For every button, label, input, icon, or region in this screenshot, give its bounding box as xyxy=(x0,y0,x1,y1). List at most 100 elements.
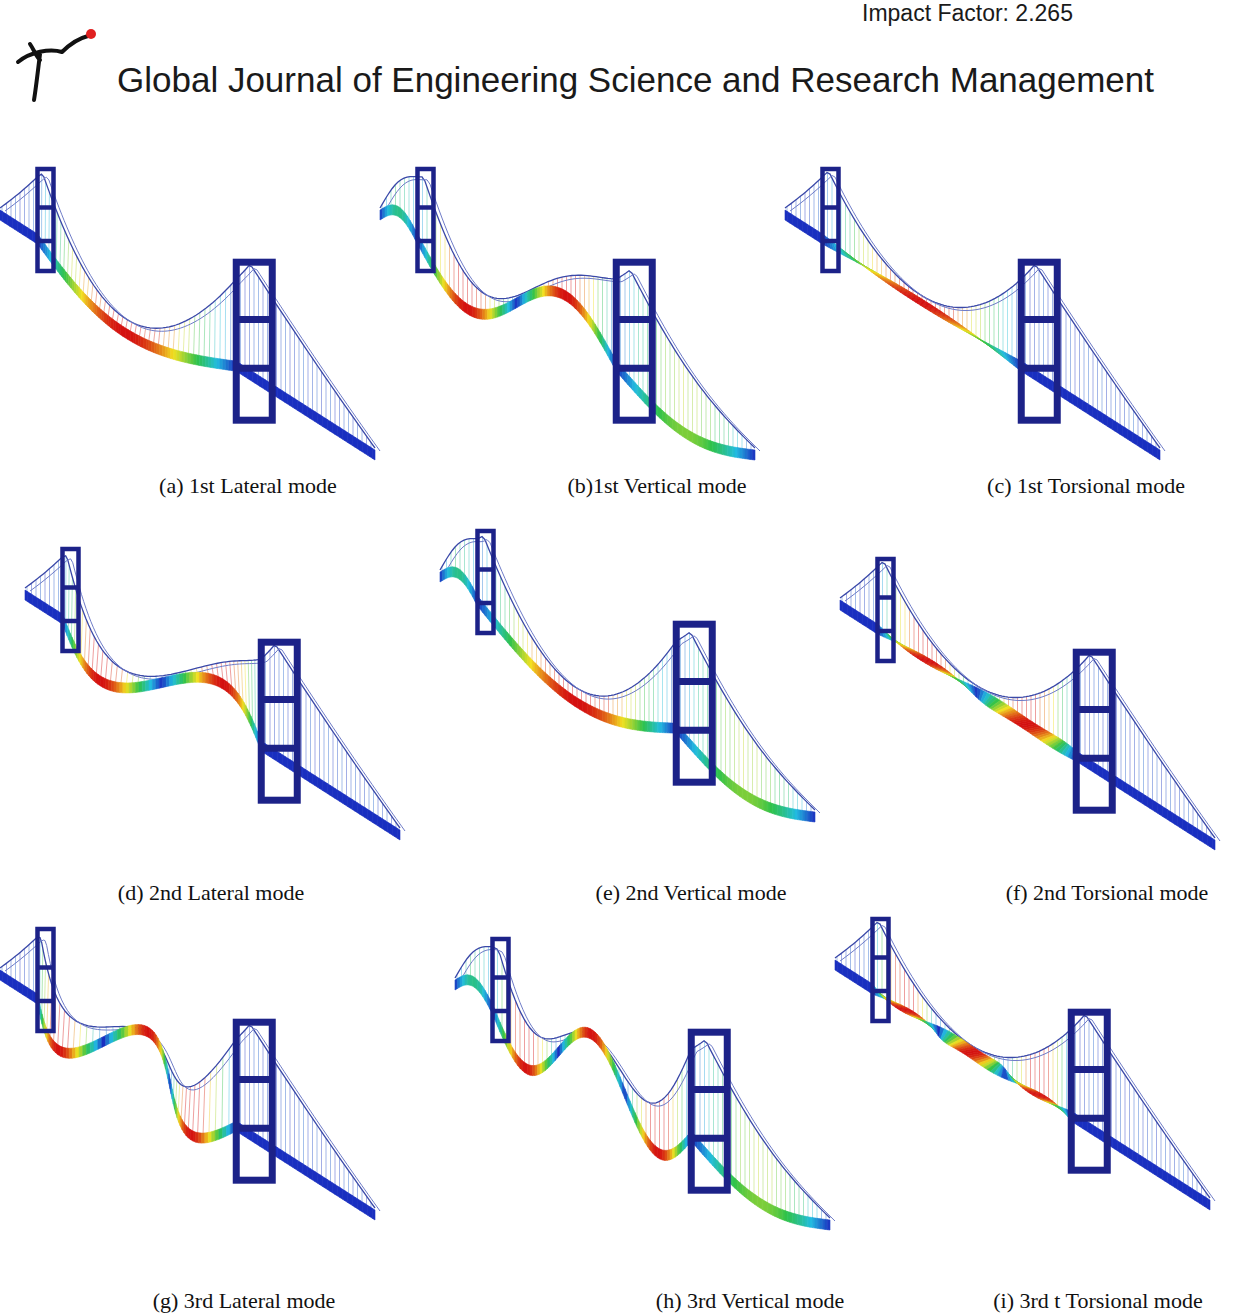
deck-segment xyxy=(758,1196,761,1208)
bridge-model xyxy=(835,919,1215,1210)
hanger xyxy=(71,248,72,283)
deck-segment xyxy=(355,437,358,449)
deck-segment xyxy=(323,416,326,428)
deck-segment xyxy=(1125,428,1128,440)
hanger xyxy=(1161,762,1162,811)
deck-segment xyxy=(323,780,326,792)
deck-segment xyxy=(643,391,646,404)
hanger xyxy=(1052,291,1053,386)
hanger xyxy=(1007,290,1008,357)
deck-segment xyxy=(725,775,728,787)
deck-segment xyxy=(232,686,234,698)
deck-segment xyxy=(685,428,688,440)
deck-segment xyxy=(390,824,393,836)
deck-segment xyxy=(520,647,523,660)
deck-segment xyxy=(365,1204,368,1216)
deck-segment xyxy=(295,399,298,411)
deck-segment xyxy=(568,1034,571,1046)
hanger xyxy=(685,636,686,739)
deck-segment xyxy=(405,213,408,226)
hanger xyxy=(1120,391,1121,429)
deck-segment xyxy=(653,722,656,732)
hanger xyxy=(1175,781,1176,819)
deck-segment xyxy=(465,302,468,314)
deck-segment xyxy=(443,277,446,291)
deck-segment xyxy=(555,1048,558,1061)
deck-segment xyxy=(10,216,13,228)
hanger xyxy=(225,291,226,365)
deck-segment xyxy=(748,792,751,804)
deck-segment xyxy=(146,680,149,691)
hanger xyxy=(770,762,771,808)
hanger xyxy=(832,178,833,245)
deck-segment xyxy=(58,1045,61,1056)
deck xyxy=(840,600,1215,850)
deck-segment xyxy=(338,426,341,438)
deck-segment xyxy=(425,248,428,262)
deck-segment xyxy=(790,808,793,818)
hanger xyxy=(697,383,698,440)
deck-segment xyxy=(138,335,141,346)
tower-beam xyxy=(616,316,652,323)
deck-segment xyxy=(493,308,496,319)
deck-segment xyxy=(558,1045,561,1058)
hanger xyxy=(1102,365,1103,418)
deck-segment xyxy=(348,432,351,444)
deck-segment xyxy=(693,742,696,755)
hanger xyxy=(775,768,776,810)
hanger xyxy=(1166,768,1167,813)
deck-segment xyxy=(149,680,152,691)
deck-segment xyxy=(111,318,113,330)
deck-segment xyxy=(358,803,361,815)
deck-segment xyxy=(703,438,706,449)
deck-segment xyxy=(1205,834,1208,846)
deck-segment xyxy=(585,1027,588,1037)
deck-segment xyxy=(745,790,748,802)
hanger xyxy=(276,1065,277,1152)
deck-segment xyxy=(323,1176,326,1188)
deck-segment xyxy=(345,795,348,807)
tower-frame xyxy=(616,262,652,420)
deck-segment xyxy=(535,663,538,675)
hanger xyxy=(662,659,663,728)
deck-segment xyxy=(593,1030,596,1042)
deck-segment xyxy=(62,267,64,280)
deck-segment xyxy=(313,774,316,786)
deck-segment xyxy=(1200,830,1203,842)
hanger xyxy=(680,639,681,734)
deck-segment xyxy=(28,228,31,240)
deck-segment xyxy=(338,790,341,802)
hanger xyxy=(905,602,906,647)
deck-segment xyxy=(855,610,858,622)
deck-segment xyxy=(94,303,96,315)
deck-segment xyxy=(703,1144,706,1157)
deck-segment xyxy=(1153,445,1156,457)
deck-segment xyxy=(458,296,461,308)
hanger xyxy=(56,212,58,264)
deck-segment xyxy=(86,294,88,306)
deck-segment xyxy=(795,216,798,228)
deck-segment xyxy=(70,277,72,290)
hanger xyxy=(776,1159,777,1212)
deck-segment xyxy=(573,296,576,308)
deck-segment xyxy=(818,1218,821,1228)
hanger xyxy=(598,277,599,334)
deck-segment xyxy=(61,1046,64,1057)
deck-segment xyxy=(353,436,356,448)
hanger xyxy=(520,1011,521,1063)
deck-segment xyxy=(700,750,703,763)
deck-segment xyxy=(1133,787,1136,799)
hanger xyxy=(68,565,70,634)
deck-segment xyxy=(843,602,846,614)
deck-segment xyxy=(8,975,11,987)
deck-segment xyxy=(290,396,293,408)
deck-segment xyxy=(793,1213,796,1224)
hanger xyxy=(980,304,981,340)
hanger xyxy=(725,697,726,781)
deck-segment xyxy=(488,309,491,319)
deck-segment xyxy=(1168,810,1171,822)
deck-segment xyxy=(1098,410,1101,422)
deck-segment xyxy=(114,682,117,693)
deck-segment xyxy=(510,300,513,311)
hanger xyxy=(656,319,657,410)
